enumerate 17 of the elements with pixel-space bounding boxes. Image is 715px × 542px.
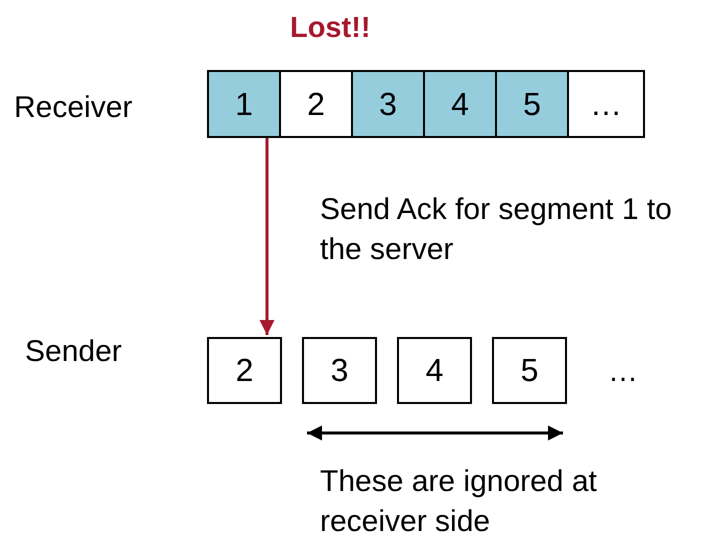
note-text: Send Ack for segment 1 to the server bbox=[320, 192, 673, 268]
segment-cell: 3 bbox=[351, 70, 425, 138]
segment-box: 3 bbox=[302, 337, 377, 404]
warning-text: Lost!! bbox=[290, 11, 372, 46]
segment-cell: 1 bbox=[207, 70, 281, 138]
note-text: These are ignored at receiver side bbox=[320, 464, 598, 540]
segment-cell: 4 bbox=[423, 70, 497, 138]
arrow bbox=[260, 138, 274, 335]
segment-box: 4 bbox=[397, 337, 472, 404]
segment-box: 2 bbox=[207, 337, 282, 404]
segment-cell: … bbox=[567, 70, 645, 138]
segment-cell: 2 bbox=[279, 70, 353, 138]
ellipsis-text: … bbox=[608, 354, 639, 390]
row-label: Receiver bbox=[14, 90, 134, 126]
row-label: Sender bbox=[25, 334, 123, 370]
segment-box: 5 bbox=[492, 337, 567, 404]
segment-cell: 5 bbox=[495, 70, 569, 138]
